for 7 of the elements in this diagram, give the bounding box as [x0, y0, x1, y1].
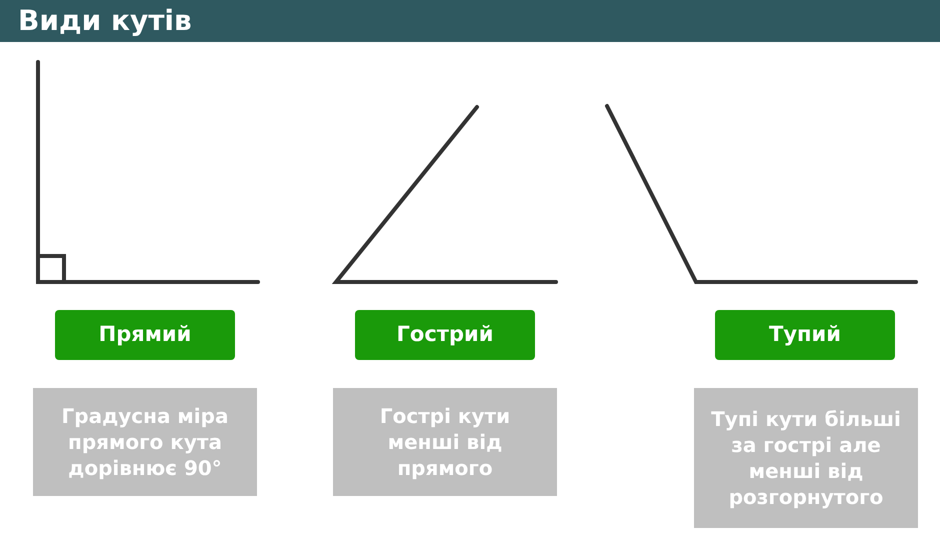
description-box: Градусна міра прямого кута дорівнює 90°	[33, 388, 257, 496]
description-box: Гострі кути менші від прямого	[333, 388, 557, 496]
title: Види кутів	[18, 3, 192, 39]
angle-name-label: Прямий	[55, 310, 235, 360]
angle-name-label: Гострий	[355, 310, 535, 360]
description-box: Тупі кути більші за гострі але менші від розгорнутого	[694, 388, 918, 528]
angle-name-label: Тупий	[715, 310, 895, 360]
